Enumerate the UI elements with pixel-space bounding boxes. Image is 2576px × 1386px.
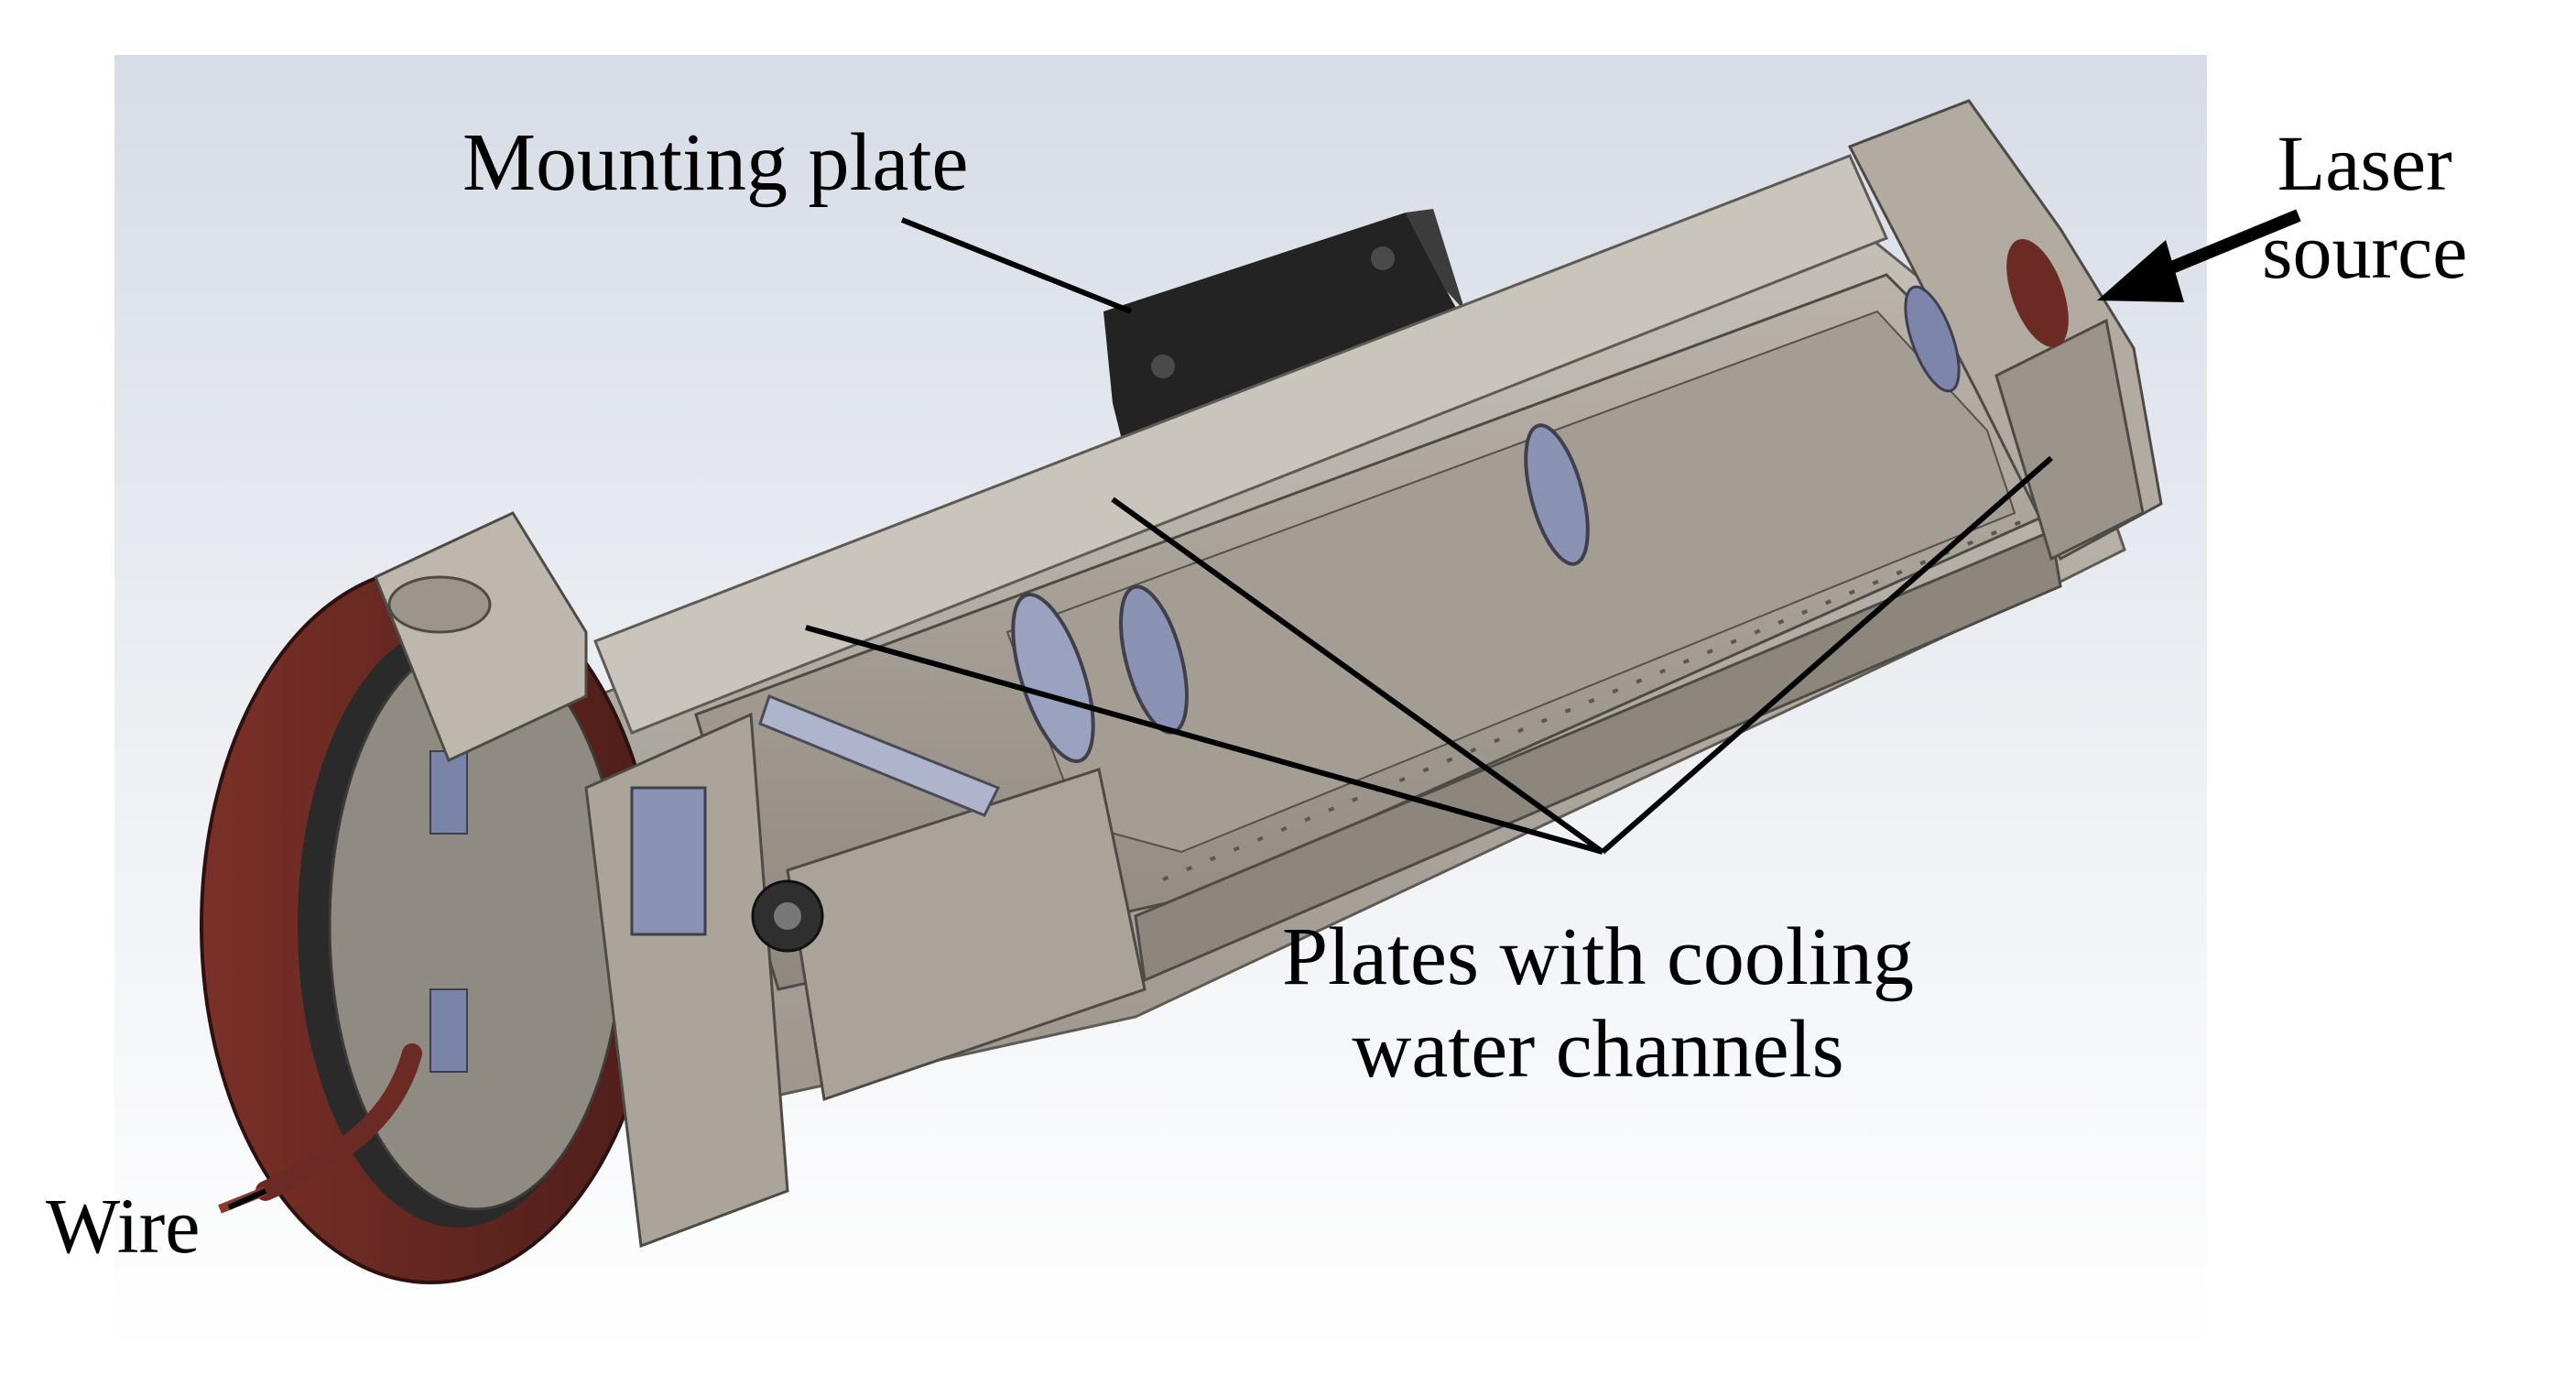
mounting-plate <box>1103 209 1465 458</box>
front-ring-assembly <box>200 511 824 1284</box>
internal-lenses <box>758 423 1590 817</box>
label-cooling-plates-line1: Plates with cooling <box>1282 911 1914 1002</box>
leader-mounting-plate <box>900 217 1133 314</box>
leader-wire <box>227 1188 267 1210</box>
label-laser-source-line2: source <box>2262 207 2468 296</box>
label-wire: Wire <box>46 1182 200 1270</box>
laser-source-arrow <box>2097 209 2301 302</box>
label-mounting-plate: Mounting plate <box>462 117 968 210</box>
label-laser-source: Laser source <box>2262 119 2467 296</box>
main-tube <box>593 154 2126 1101</box>
label-laser-source-line1: Laser <box>2277 119 2452 207</box>
leader-lines <box>227 217 2053 1210</box>
label-mounting-plate-text: Mounting plate <box>462 117 969 208</box>
leader-plates-1 <box>1111 497 1604 855</box>
label-wire-text: Wire <box>46 1182 201 1270</box>
rear-housing <box>1847 99 2163 562</box>
leader-plates-3 <box>1601 455 2053 855</box>
label-cooling-plates-line2: water channels <box>1352 1003 1844 1095</box>
leader-plates-2 <box>805 625 1603 855</box>
label-cooling-plates: Plates with cooling water channels <box>1282 911 1914 1097</box>
